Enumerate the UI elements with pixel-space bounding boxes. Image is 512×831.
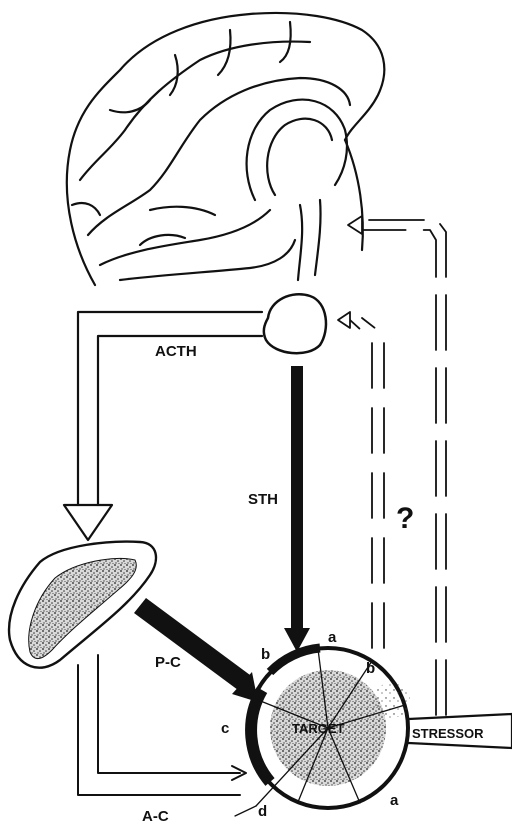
- feedback-pathway-outer: [348, 216, 446, 715]
- pituitary-gland: [264, 294, 326, 353]
- acth-pathway: [78, 312, 262, 505]
- target-label: TARGET: [292, 721, 345, 736]
- acth-arrowhead: [64, 505, 112, 540]
- sth-arrow-shaft: [291, 366, 303, 628]
- sth-label: STH: [248, 491, 278, 508]
- zone-b-right-label: b: [366, 660, 375, 677]
- pc-arrow: [134, 598, 250, 690]
- zone-c-label: c: [221, 720, 229, 737]
- brain-outline: [67, 13, 384, 285]
- unknown-pathway-label: ?: [396, 502, 414, 535]
- ac-pathway: [78, 655, 240, 795]
- zone-a-bottom-label: a: [390, 792, 399, 809]
- stressor-label: STRESSOR: [412, 726, 484, 741]
- adrenal-gland: [9, 542, 156, 668]
- feedback-pathway-inner: [338, 312, 384, 648]
- acth-label: ACTH: [155, 343, 197, 360]
- zone-d-label: d: [258, 803, 267, 820]
- zone-a-top-label: a: [328, 629, 337, 646]
- pc-label: P-C: [155, 654, 181, 671]
- ac-label: A-C: [142, 808, 169, 825]
- zone-b-left-label: b: [261, 646, 270, 663]
